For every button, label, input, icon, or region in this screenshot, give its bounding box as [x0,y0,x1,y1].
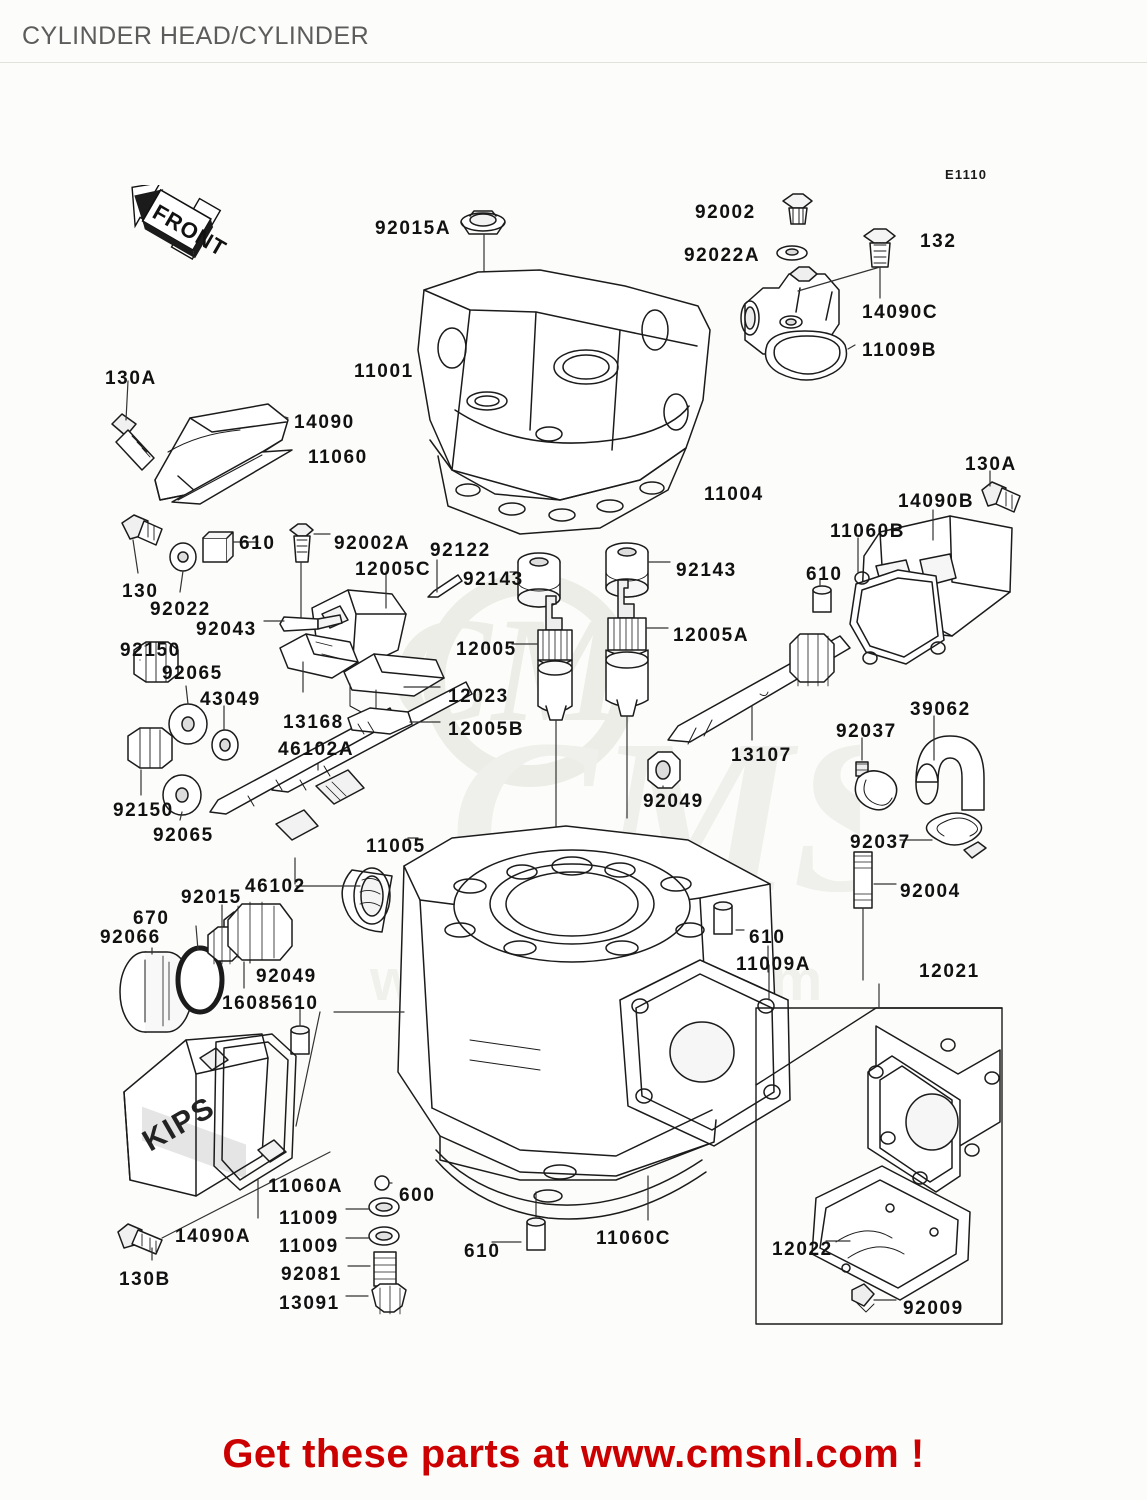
part-callout-610-c[interactable]: 610 [749,927,786,948]
part-callout-14090B[interactable]: 14090B [898,491,975,512]
header-divider [0,62,1147,63]
part-callout-130[interactable]: 130 [122,581,159,602]
part-callout-11005[interactable]: 11005 [366,836,426,857]
page-title: CYLINDER HEAD/CYLINDER [22,22,370,50]
part-callout-12005C[interactable]: 12005C [355,559,432,580]
part-callout-610-a[interactable]: 610 [239,533,276,554]
part-callout-92037-T[interactable]: 92037 [836,721,897,742]
part-callout-12005[interactable]: 12005 [456,639,517,660]
part-callout-92002A[interactable]: 92002A [334,533,411,554]
part-callout-11001[interactable]: 11001 [354,361,414,382]
part-callout-92043[interactable]: 92043 [196,619,257,640]
part-callout-670[interactable]: 670 [133,908,170,929]
part-callout-92009[interactable]: 92009 [903,1298,964,1319]
part-callout-11009-2[interactable]: 11009 [279,1236,339,1257]
part-callout-92037-B[interactable]: 92037 [850,832,911,853]
part-callout-92143-R[interactable]: 92143 [676,560,737,581]
part-callout-92122[interactable]: 92122 [430,540,491,561]
part-callout-92015A[interactable]: 92015A [375,218,452,239]
part-callout-92049-B[interactable]: 92049 [256,966,317,987]
part-callout-46102A[interactable]: 46102A [278,739,355,760]
part-callout-92002[interactable]: 92002 [695,202,756,223]
part-callout-46102[interactable]: 46102 [245,876,306,897]
part-callout-92066[interactable]: 92066 [100,927,161,948]
part-callout-14090[interactable]: 14090 [294,412,355,433]
part-callout-16085[interactable]: 16085 [222,993,283,1014]
part-callout-39062[interactable]: 39062 [910,699,971,720]
part-callout-92081[interactable]: 92081 [281,1264,342,1285]
part-callout-92022[interactable]: 92022 [150,599,211,620]
part-callout-12005B[interactable]: 12005B [448,719,525,740]
part-callout-610-d[interactable]: 610 [282,993,319,1014]
part-callout-43049[interactable]: 43049 [200,689,261,710]
part-callout-14090A[interactable]: 14090A [175,1226,252,1247]
part-callout-92143-L[interactable]: 92143 [463,569,524,590]
part-callout-12021[interactable]: 12021 [919,961,980,982]
part-callout-92049-T[interactable]: 92049 [643,791,704,812]
part-callout-92150-T[interactable]: 92150 [120,640,181,661]
part-callout-92065-B[interactable]: 92065 [153,825,214,846]
part-callout-12005A[interactable]: 12005A [673,625,750,646]
part-callout-92015[interactable]: 92015 [181,887,242,908]
part-callout-11060B[interactable]: 11060B [830,521,906,542]
part-callout-13107[interactable]: 13107 [731,745,792,766]
part-callout-130A-L[interactable]: 130A [105,368,157,389]
part-callout-600[interactable]: 600 [399,1185,436,1206]
part-callout-92150-B[interactable]: 92150 [113,800,174,821]
part-callout-11009B[interactable]: 11009B [862,340,938,361]
part-callout-610-b[interactable]: 610 [806,564,843,585]
part-callout-132[interactable]: 132 [920,231,957,252]
part-callout-14090C[interactable]: 14090C [862,302,939,323]
part-callout-130B[interactable]: 130B [119,1269,171,1290]
part-callout-130A-R[interactable]: 130A [965,454,1017,475]
part-callout-12022[interactable]: 12022 [772,1239,833,1260]
part-callout-12023[interactable]: 12023 [448,686,509,707]
part-callout-13168[interactable]: 13168 [283,712,344,733]
part-callout-92004[interactable]: 92004 [900,881,961,902]
front-direction-marker: FRONT [131,185,230,261]
footer-promo: Get these parts at www.cmsnl.com ! [222,1432,925,1476]
part-callout-11060[interactable]: 11060 [308,447,368,468]
part-callout-11009-1[interactable]: 11009 [279,1208,339,1229]
part-callout-13091[interactable]: 13091 [279,1293,340,1314]
part-callout-11060C[interactable]: 11060C [596,1228,672,1249]
diagram-code: E1110 [945,167,988,182]
part-callout-92065-T[interactable]: 92065 [162,663,223,684]
part-callout-11004[interactable]: 11004 [704,484,764,505]
part-callout-92022A[interactable]: 92022A [684,245,761,266]
part-callout-610-e[interactable]: 610 [464,1241,501,1262]
part-callout-11060A[interactable]: 11060A [268,1176,344,1197]
part-callout-11009A[interactable]: 11009A [736,954,812,975]
